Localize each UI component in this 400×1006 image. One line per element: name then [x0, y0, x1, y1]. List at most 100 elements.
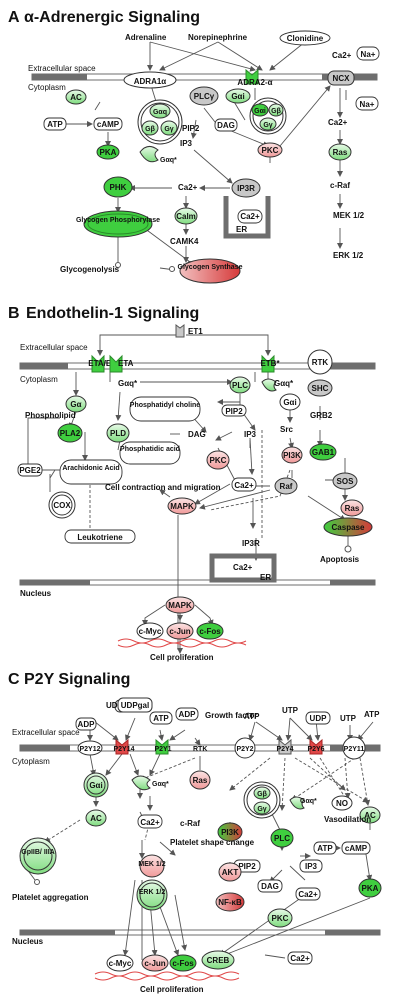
p2y14-label: P2Y14 [113, 746, 134, 753]
cjun-label: c-Jun [144, 959, 165, 968]
norepinephrine-node: Norepinephrine [188, 33, 248, 42]
raf-node [274, 477, 298, 495]
pkc-label: PKC [210, 456, 227, 465]
gai-label: Gαi [89, 781, 102, 790]
cfos-node [169, 954, 197, 972]
dna-strand [94, 975, 240, 981]
erk-label: ERK 1/2 [139, 889, 166, 896]
utp1-label: UTP [282, 706, 299, 715]
gab1-node [309, 443, 337, 461]
ip3-label: IP3 [244, 430, 257, 439]
dag-label: DAG [217, 121, 235, 130]
adrenaline-node: Adrenaline [125, 33, 167, 42]
adra2a-receptor-icon [245, 68, 259, 85]
na-in-node [355, 96, 379, 111]
et1-label: ET1 [188, 327, 203, 336]
gai2-label: Gαi [254, 108, 266, 115]
etb-label: ETB* [260, 359, 280, 368]
pip2-label: PIP2 [182, 124, 200, 133]
atp1-label: ATP [153, 714, 169, 723]
pka-node [96, 144, 120, 160]
panel-a-title: α-Adrenergic Signaling [24, 9, 200, 26]
cell-contraction-text: Cell contraction and migration [105, 483, 221, 492]
ip3-node [299, 859, 323, 873]
caspase-node [323, 517, 373, 537]
pla2-label: PLA2 [60, 429, 81, 438]
pip2-label: PIP2 [238, 862, 256, 871]
p2y6-label: P2Y6 [307, 746, 324, 753]
ca-cyto-node [137, 814, 163, 829]
ncx-node [327, 70, 355, 86]
udpgal-label: UDPgal [121, 701, 149, 710]
ip3r-label: IP3R [237, 184, 255, 193]
dag-label: DAG [188, 430, 206, 439]
p2y12-label: P2Y12 [79, 746, 100, 753]
panel-c-edges [19, 717, 374, 960]
phosphatidicacid-node [119, 441, 181, 465]
gbg-complex-node [243, 781, 281, 819]
ras-node [189, 770, 211, 790]
gg2-label: Gγ [263, 122, 272, 129]
pla2-node [57, 423, 83, 443]
etab-receptor-icon [91, 354, 105, 373]
mapk-node [167, 497, 197, 515]
pkc-label: PKC [262, 146, 279, 155]
mek-node [139, 854, 165, 878]
mek-label: MEK 1/2 [138, 861, 165, 868]
panel-c-nodes: UDPglc UDPgal ADP ATP ADP Growth factor … [12, 697, 382, 994]
udp-node [305, 711, 331, 725]
p2y12-node [77, 740, 103, 756]
mek-label: MEK 1/2 [333, 211, 365, 220]
apoptosis-label: Apoptosis [320, 555, 360, 564]
ac2-node [359, 806, 381, 824]
nucleus-label: Nucleus [20, 589, 52, 598]
pkc-label: PKC [272, 914, 289, 923]
dna-strand [117, 638, 247, 644]
panel-c-title: P2Y Signaling [24, 671, 130, 688]
pi3k-label: PI3K [221, 828, 239, 837]
camk4-label: CAMK4 [170, 237, 199, 246]
eta-receptor-icon [109, 354, 123, 373]
panel-c-letter: C [8, 671, 20, 688]
gaqstar-label: Gαq* [160, 157, 177, 164]
leukotriene-node [64, 529, 136, 544]
ac-label: AC [70, 93, 82, 102]
adp1-node [75, 717, 97, 731]
ca2-label: Ca2+ [178, 183, 198, 192]
vasodilation-label: Vasodilation [324, 815, 371, 824]
plc-label: PLC [232, 381, 248, 390]
atp4-node [313, 841, 337, 855]
craf-label: c-Raf [330, 181, 350, 190]
er-compartment [209, 553, 277, 583]
gpiib-label: GpIIB/ IIIA [21, 849, 54, 856]
pka-node [358, 878, 382, 898]
platelet-agg-label: Platelet aggregation [12, 893, 89, 902]
p2y4-receptor-icon [278, 738, 292, 755]
ac-node [65, 89, 87, 105]
plc-label: PLC [274, 834, 290, 843]
extracellular-label: Extracellular space [28, 64, 96, 73]
utp2-label: UTP [340, 714, 357, 723]
pkc-node [267, 908, 293, 928]
ca-cyto-label: Ca2+ [234, 481, 254, 490]
ncx-label: NCX [333, 74, 351, 83]
panel-a-nodes: Adrenaline Norepinephrine Clonidine Ca2+… [43, 30, 380, 284]
glycogen-phosphorylase-node [83, 210, 153, 238]
dag-node [214, 118, 238, 132]
cjun-node [141, 954, 169, 972]
cfos-label: c-Fos [172, 959, 194, 968]
atp3-label: ATP [364, 710, 380, 719]
cox-label: COX [53, 501, 71, 510]
no-label: NO [336, 799, 348, 808]
camp-label: cAMP [97, 120, 120, 129]
panel-b-title: Endothelin-1 Signaling [26, 305, 199, 322]
panel-a-letter: A [8, 9, 20, 26]
creb-node [201, 950, 235, 970]
cell-contraction-label: Cell contraction and migration [105, 483, 221, 492]
mapk-nuclear-node [165, 596, 195, 614]
gai-node [225, 88, 251, 104]
gai-node [83, 772, 109, 798]
panel-b: B Endothelin-1 Signaling Extracellular s… [8, 305, 376, 662]
ca-cyto-label: Ca2+ [140, 818, 160, 827]
na-out-node [356, 46, 380, 61]
